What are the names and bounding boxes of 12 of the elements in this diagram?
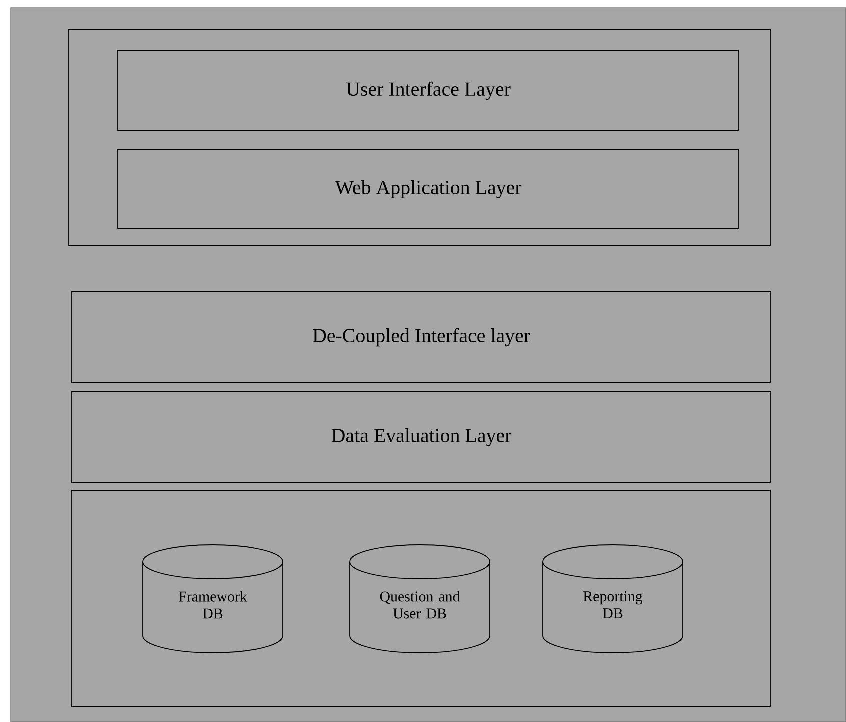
node-label: Reporting DB: [584, 592, 643, 618]
node-label: Question and User DB: [380, 591, 460, 619]
database-cylinder: Reporting DB: [542, 544, 684, 654]
database-cylinder: Question and User DB: [350, 544, 490, 654]
layer-box: De-Coupled Interface layer: [72, 292, 772, 384]
layer-box: User Interface Layer: [118, 50, 740, 132]
node-label: Framework DB: [179, 591, 248, 619]
layer-box: Data Evaluation Layer: [72, 392, 772, 484]
container-box: [68, 30, 772, 246]
container-box: [72, 490, 772, 708]
layer-box: Web Application Layer: [118, 150, 740, 230]
database-cylinder: Framework DB: [142, 544, 284, 654]
